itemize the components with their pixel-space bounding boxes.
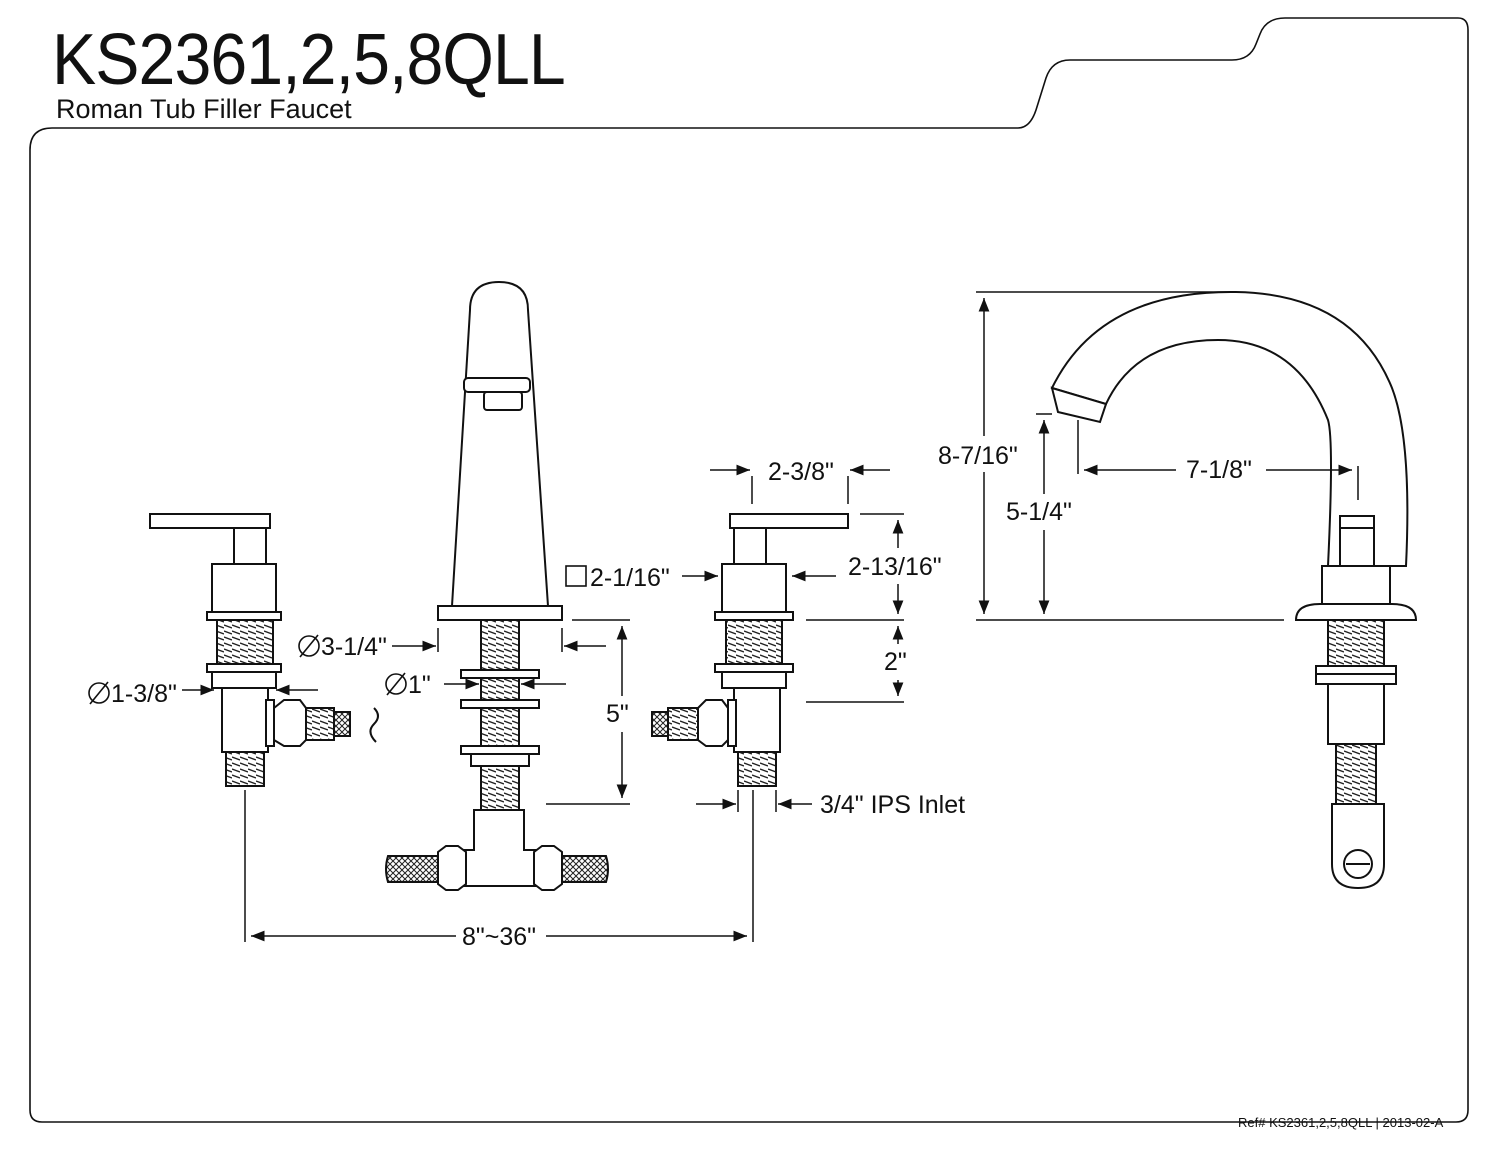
- dim-handle-height: 2-13/16": [848, 553, 942, 581]
- label-backgrounds: [456, 436, 1266, 954]
- dim-inlet: 3/4" IPS Inlet: [820, 791, 965, 819]
- dim-handle-base-square: 2-1/16": [590, 564, 670, 592]
- dim-handle-width: 2-3/8": [768, 458, 834, 486]
- center-spout-front: [385, 280, 609, 891]
- dim-spread: 8"~36": [462, 923, 536, 951]
- right-handle-valve: [651, 513, 849, 787]
- dim-shank-length: 5": [606, 700, 629, 728]
- square-symbol: [565, 565, 587, 587]
- frame-border: [29, 17, 1469, 1123]
- dim-spout-height: 5-1/4": [1006, 498, 1072, 526]
- product-name-subtitle: Roman Tub Filler Faucet: [56, 94, 352, 124]
- diameter-symbols: [88, 634, 407, 705]
- reference-number: Ref# KS2361,2,5,8QLL | 2013-02-A: [1238, 1115, 1444, 1130]
- dimension-labels: 2-3/8" 2-1/16" 2-13/16" 3-1/4" 1" 1-3/8"…: [111, 442, 1252, 951]
- dim-overall-height: 8-7/16": [938, 442, 1018, 470]
- dim-shank-diameter: 1": [408, 671, 431, 699]
- dim-spout-reach: 7-1/8": [1186, 456, 1252, 484]
- left-handle-valve: [149, 513, 379, 787]
- spout-side-view: [1050, 290, 1418, 890]
- dim-spout-base-diameter: 3-1/4": [321, 633, 387, 661]
- dim-valve-diameter: 1-3/8": [111, 680, 177, 708]
- dim-thread-length: 2": [884, 648, 907, 676]
- model-number-title: KS2361,2,5,8QLL: [52, 20, 566, 100]
